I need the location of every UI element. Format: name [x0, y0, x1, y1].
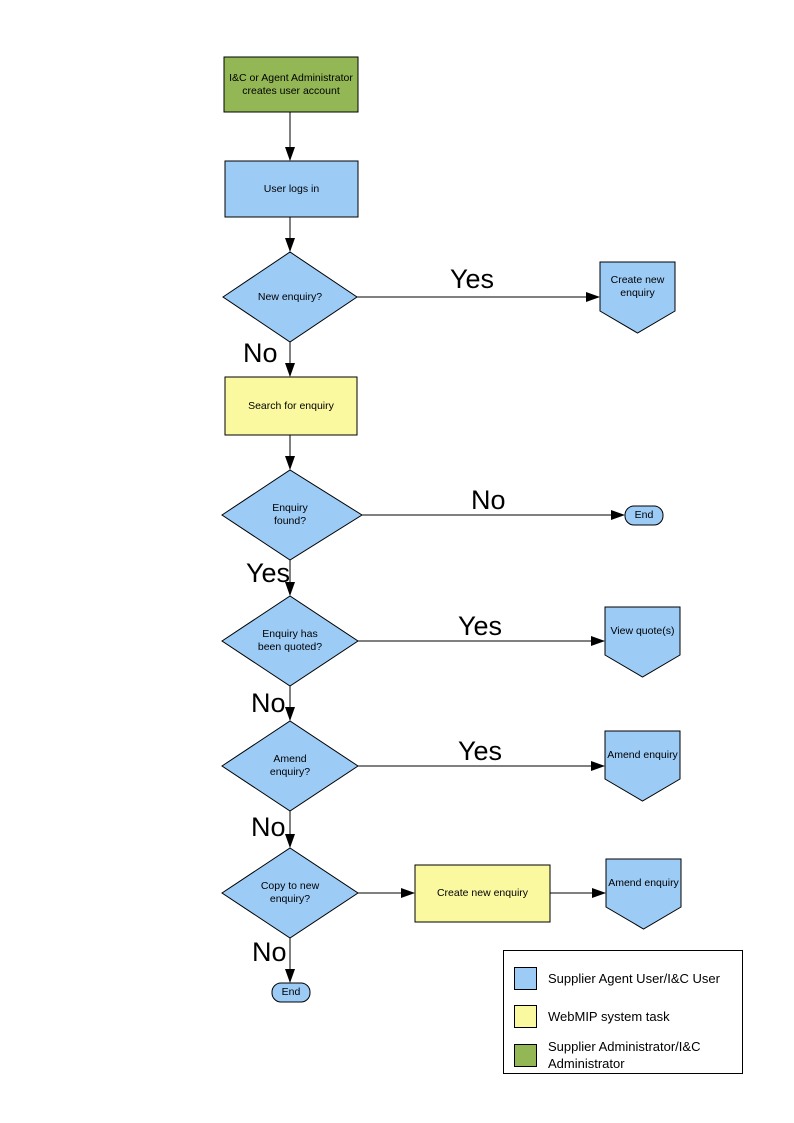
offpage-label-amend-enquiry-2: Amend enquiry [608, 876, 679, 889]
terminator-end-2 [271, 982, 311, 1003]
decision-label-enquiry-quoted: Enquiry has been quoted? [257, 628, 323, 653]
edge-label-no-2: No [471, 485, 506, 515]
node-label-login: User logs in [263, 182, 320, 195]
legend-swatch-system-icon [514, 1005, 537, 1028]
decision-amend-enquiry [221, 720, 359, 812]
decision-enquiry-quoted [221, 595, 359, 687]
node-search-for-enquiry [224, 376, 358, 436]
edge-label-yes-3: Yes [458, 611, 503, 641]
terminator-label-end-1: End [634, 508, 654, 521]
node-create-new-enquiry-task [414, 864, 551, 923]
decision-new-enquiry [222, 251, 358, 343]
offpage-amend-enquiry-2 [605, 858, 682, 930]
offpage-view-quotes [604, 606, 681, 678]
legend-label-admin: Supplier Administrator/I&C Administrator [548, 1039, 701, 1071]
legend: Supplier Agent User/I&C User WebMIP syst… [503, 950, 743, 1074]
node-label-search: Search for enquiry [248, 399, 334, 412]
legend-label-user: Supplier Agent User/I&C User [548, 971, 720, 986]
offpage-create-new-enquiry [599, 261, 676, 334]
offpage-label-view-quotes: View quote(s) [610, 624, 675, 637]
decision-enquiry-found [221, 469, 363, 561]
edge-label-yes-4: Yes [458, 736, 503, 766]
edge-label-no-4: No [251, 812, 286, 842]
legend-swatch-user-icon [514, 967, 537, 990]
edge-label-no-5: No [252, 937, 287, 967]
decision-label-amend-enquiry: Amend enquiry? [269, 753, 311, 778]
decision-label-copy-to-new: Copy to new enquiry? [260, 880, 320, 905]
offpage-label-amend-enquiry-1: Amend enquiry [607, 748, 678, 761]
decision-label-new-enquiry: New enquiry? [257, 290, 323, 303]
edge-label-no-1: No [243, 338, 278, 368]
node-admin-creates-account [223, 56, 359, 113]
legend-label-system: WebMIP system task [548, 1009, 670, 1024]
legend-item-system: WebMIP system task [514, 1005, 730, 1028]
edge-label-no-3: No [251, 688, 286, 718]
node-label-start: I&C or Agent Administrator creates user … [229, 71, 353, 97]
edge-label-yes-2: Yes [246, 558, 291, 588]
offpage-label-create-new-enquiry: Create new enquiry [610, 273, 665, 299]
offpage-amend-enquiry-1 [604, 730, 681, 802]
decision-label-enquiry-found: Enquiry found? [272, 502, 308, 527]
terminator-label-end-2: End [281, 985, 301, 998]
legend-item-admin: Supplier Administrator/I&C Administrator [514, 1038, 730, 1072]
decision-copy-to-new-enquiry [221, 847, 359, 939]
legend-swatch-admin-icon [514, 1043, 537, 1067]
terminator-end-1 [624, 505, 664, 526]
legend-item-user: Supplier Agent User/I&C User [514, 967, 730, 990]
edge-label-yes-1: Yes [450, 264, 495, 294]
node-label-create-new-enquiry-task: Create new enquiry [436, 887, 529, 899]
node-user-logs-in [224, 160, 359, 218]
